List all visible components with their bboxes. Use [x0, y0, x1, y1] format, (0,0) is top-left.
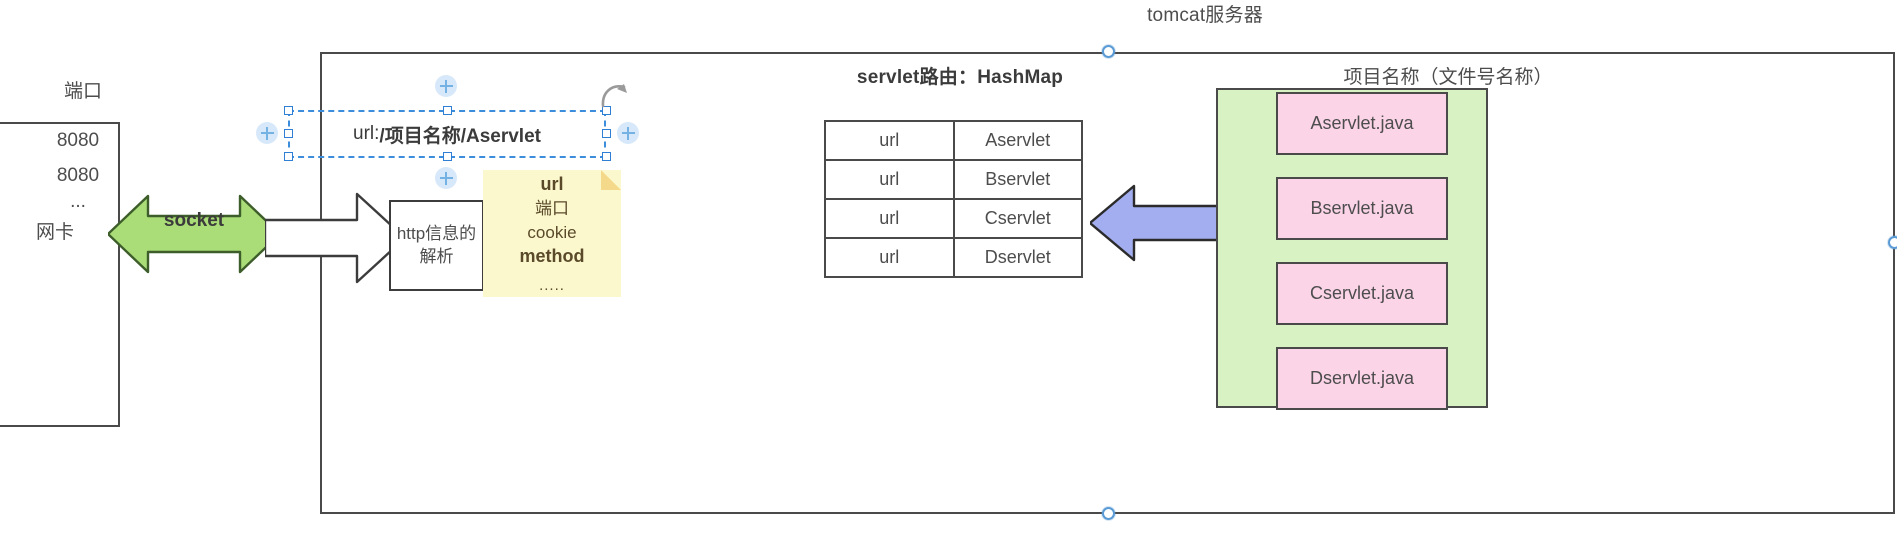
note-ellipsis: ..... — [539, 277, 565, 295]
note-line-cookie: cookie — [527, 222, 577, 242]
java-file-label-0: Aservlet.java — [1310, 113, 1414, 133]
routing-value-1: Bservlet — [952, 159, 1083, 200]
server-box-handle-right[interactable] — [1888, 236, 1897, 249]
routing-key-3: url — [824, 237, 955, 278]
note-line-method: method — [519, 246, 585, 267]
list-item[interactable]: Bservlet.java — [1276, 177, 1448, 240]
white-right-arrow[interactable] — [265, 190, 405, 286]
server-box-handle-bottom[interactable] — [1102, 507, 1115, 520]
resize-handle-bottom-left[interactable] — [284, 152, 293, 161]
socket-label: socket — [163, 210, 225, 231]
resize-handle-middle-left[interactable] — [284, 129, 293, 138]
list-item[interactable]: Cservlet.java — [1276, 262, 1448, 325]
resize-handle-top-right[interactable] — [602, 106, 611, 115]
connect-point-left-icon[interactable] — [256, 122, 278, 144]
resize-handle-bottom-right[interactable] — [602, 152, 611, 161]
url-textbox[interactable]: url: /项目名称/Aservlet — [288, 110, 606, 158]
routing-value-0: Aservlet — [952, 120, 1083, 161]
project-title: 项目名称（文件号名称） — [1343, 67, 1553, 88]
table-row[interactable]: url Bservlet — [824, 159, 1083, 200]
sticky-note[interactable] — [483, 170, 621, 297]
url-textbox-value: /项目名称/Aservlet — [379, 125, 541, 147]
port-value-2: 8080 — [56, 165, 100, 186]
lookup-left-arrow[interactable] — [1090, 184, 1235, 262]
url-textbox-prefix: url: — [353, 123, 380, 144]
port-value-1: 8080 — [56, 130, 100, 151]
port-box-label: 端口 — [63, 81, 102, 102]
table-row[interactable]: url Aservlet — [824, 120, 1083, 161]
java-file-label-2: Cservlet.java — [1309, 283, 1415, 303]
routing-key-0: url — [824, 120, 955, 161]
connect-point-right-icon[interactable] — [617, 122, 639, 144]
sticky-note-content: url 端口 cookie method ..... — [483, 170, 621, 297]
connect-point-bottom-icon[interactable] — [435, 167, 457, 189]
http-parse-label: http信息的解析 — [396, 223, 477, 266]
java-file-label-3: Dservlet.java — [1309, 368, 1415, 388]
port-ellipsis: ... — [70, 191, 86, 212]
list-item[interactable]: Dservlet.java — [1276, 347, 1448, 410]
note-line-port: 端口 — [535, 198, 569, 218]
port-box[interactable] — [0, 122, 120, 427]
routing-value-2: Cservlet — [952, 198, 1083, 239]
socket-double-arrow[interactable] — [108, 186, 280, 282]
routing-key-1: url — [824, 159, 955, 200]
connect-point-top-icon[interactable] — [435, 75, 457, 97]
resize-handle-top-left[interactable] — [284, 106, 293, 115]
resize-handle-top-center[interactable] — [443, 106, 452, 115]
resize-handle-middle-right[interactable] — [602, 129, 611, 138]
server-title: tomcat服务器 — [1147, 5, 1263, 26]
rotate-handle-icon[interactable] — [600, 82, 630, 108]
table-row[interactable]: url Cservlet — [824, 198, 1083, 239]
note-line-url: url — [540, 173, 564, 194]
routing-table: url Aservlet url Bservlet url Cservlet u… — [824, 120, 1083, 278]
network-card-label: 网卡 — [35, 222, 74, 243]
routing-key-2: url — [824, 198, 955, 239]
java-file-label-1: Bservlet.java — [1310, 198, 1414, 218]
resize-handle-bottom-center[interactable] — [443, 152, 452, 161]
server-box-handle-top[interactable] — [1102, 45, 1115, 58]
routing-title: servlet路由：HashMap — [856, 67, 1064, 88]
table-row[interactable]: url Dservlet — [824, 237, 1083, 278]
routing-value-3: Dservlet — [952, 237, 1083, 278]
list-item[interactable]: Aservlet.java — [1276, 92, 1448, 155]
